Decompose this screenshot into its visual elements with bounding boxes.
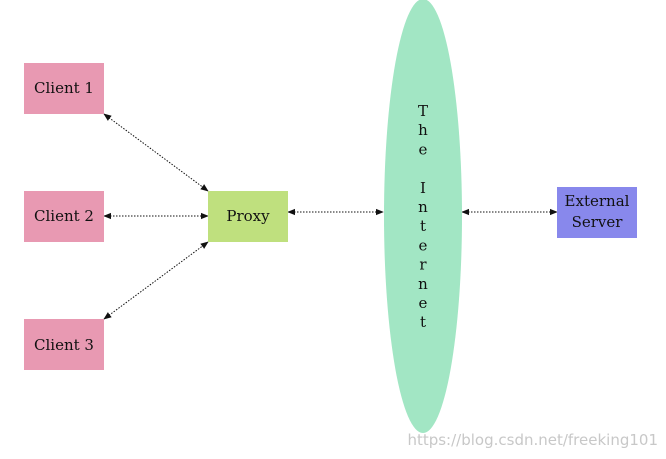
client-3-label: Client 3 [34, 336, 94, 354]
client-1-label: Client 1 [34, 79, 94, 97]
external-server-box [557, 187, 637, 238]
internet-letter: t [420, 217, 426, 235]
proxy-label: Proxy [226, 207, 270, 225]
internet-letter: r [419, 256, 427, 274]
client-2-box [24, 191, 104, 242]
internet-letter: n [418, 275, 428, 293]
external-server-node: External Server [557, 187, 637, 238]
internet-ellipse [384, 0, 462, 433]
internet-letter: t [420, 313, 426, 331]
internet-letter: e [419, 236, 428, 254]
proxy-box [208, 191, 288, 242]
internet-letter: I [420, 179, 426, 197]
external-server-label-line1: External [565, 192, 630, 210]
edge-client3-proxy [103, 241, 209, 320]
internet-letter: n [418, 198, 428, 216]
client-3-box [24, 319, 104, 370]
external-server-label-line2: Server [572, 213, 624, 231]
client-2-label: Client 2 [34, 207, 94, 225]
client-1-box [24, 63, 104, 114]
proxy-node: Proxy [208, 191, 288, 242]
internet-letter: T [418, 102, 428, 120]
watermark-text: https://blog.csdn.net/freeking101 [407, 431, 658, 449]
internet-letter: e [419, 140, 428, 158]
client-1-node: Client 1 [24, 63, 104, 114]
internet-letter: e [419, 294, 428, 312]
edge-client1-proxy [103, 113, 209, 192]
internet-letter: h [418, 121, 428, 139]
client-3-node: Client 3 [24, 319, 104, 370]
client-2-node: Client 2 [24, 191, 104, 242]
